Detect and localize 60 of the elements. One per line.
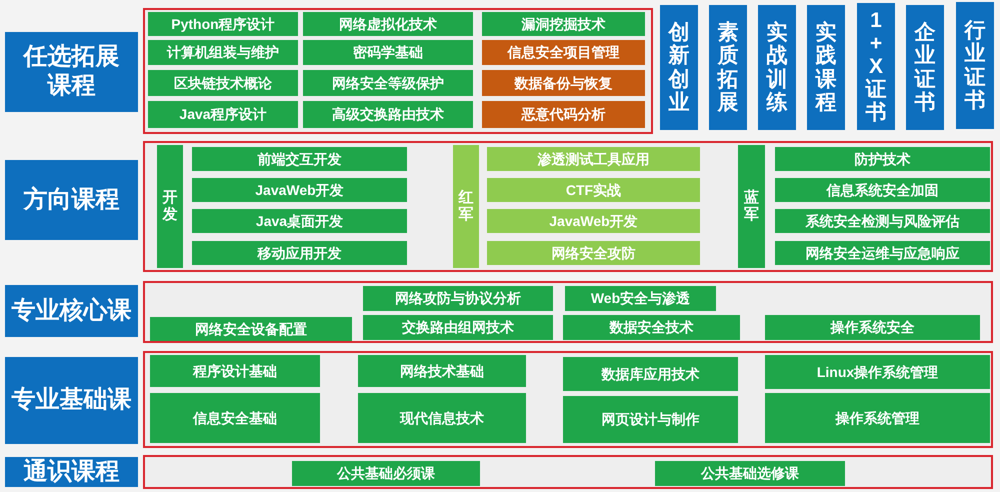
course-tile: 漏洞挖掘技术 — [482, 12, 645, 36]
course-tile: 系统安全检测与风险评估 — [775, 209, 990, 233]
course-tile: 公共基础选修课 — [655, 461, 845, 486]
category-heading: 方向课程 — [5, 160, 138, 240]
course-tile: 网络虚拟化技术 — [303, 12, 473, 36]
course-tile: 交换路由组网技术 — [363, 315, 553, 340]
course-tile: 操作系统安全 — [765, 315, 980, 340]
course-tile: JavaWeb开发 — [192, 178, 407, 202]
course-tile: 程序设计基础 — [150, 355, 320, 387]
course-tile: Java程序设计 — [148, 101, 298, 128]
course-tile: 恶意代码分析 — [482, 101, 645, 128]
course-tile: Web安全与渗透 — [565, 286, 716, 311]
course-tile: 密码学基础 — [303, 40, 473, 65]
course-tile: 网络安全等级保护 — [303, 70, 473, 96]
course-tile: 网络安全设备配置 — [150, 317, 352, 341]
group-panel — [143, 281, 993, 343]
course-tile: 网络技术基础 — [358, 355, 526, 387]
group-panel — [143, 455, 993, 489]
category-heading: 专业核心课 — [5, 285, 138, 337]
course-tile: 现代信息技术 — [358, 393, 526, 443]
track-label: 开发 — [157, 145, 183, 268]
category-heading: 通识课程 — [5, 457, 138, 487]
course-tile: 防护技术 — [775, 147, 990, 171]
group-panel — [143, 8, 653, 134]
course-tile: Java桌面开发 — [192, 209, 407, 233]
course-tile: Linux操作系统管理 — [765, 355, 990, 389]
vertical-course-tile: 行业证书 — [956, 2, 994, 129]
course-tile: 信息安全项目管理 — [482, 40, 645, 65]
vertical-course-tile: 1+X证书 — [857, 3, 895, 130]
course-tile: 数据备份与恢复 — [482, 70, 645, 96]
course-tile: Python程序设计 — [148, 12, 298, 36]
course-tile: 信息安全基础 — [150, 393, 320, 443]
vertical-course-tile: 实践课程 — [807, 5, 845, 130]
course-tile: 移动应用开发 — [192, 241, 407, 265]
course-tile: 数据安全技术 — [563, 315, 740, 340]
course-tile: CTF实战 — [487, 178, 700, 202]
vertical-course-tile: 实战训练 — [758, 5, 796, 130]
course-tile: 计算机组装与维护 — [148, 40, 298, 65]
course-tile: 高级交换路由技术 — [303, 101, 473, 128]
course-tile: 信息系统安全加固 — [775, 178, 990, 202]
vertical-course-tile: 素质拓展 — [709, 5, 747, 130]
track-label: 蓝军 — [738, 145, 765, 268]
vertical-course-tile: 企业证书 — [906, 5, 944, 130]
category-heading: 专业基础课 — [5, 357, 138, 444]
course-tile: 渗透测试工具应用 — [487, 147, 700, 171]
course-tile: 网络安全攻防 — [487, 241, 700, 265]
course-tile: 数据库应用技术 — [563, 357, 738, 391]
course-tile: 网络攻防与协议分析 — [363, 286, 553, 311]
course-tile: 前端交互开发 — [192, 147, 407, 171]
course-tile: 公共基础必须课 — [292, 461, 480, 486]
vertical-course-tile: 创新创业 — [660, 5, 698, 130]
course-tile: 网络安全运维与应急响应 — [775, 241, 990, 265]
course-tile: 操作系统管理 — [765, 393, 990, 443]
course-tile: 区块链技术概论 — [148, 70, 298, 96]
track-label: 红军 — [453, 145, 479, 268]
group-panel — [143, 351, 993, 448]
course-tile: JavaWeb开发 — [487, 209, 700, 233]
category-heading: 任选拓展课程 — [5, 32, 138, 112]
course-tile: 网页设计与制作 — [563, 396, 738, 443]
group-panel — [143, 141, 993, 272]
